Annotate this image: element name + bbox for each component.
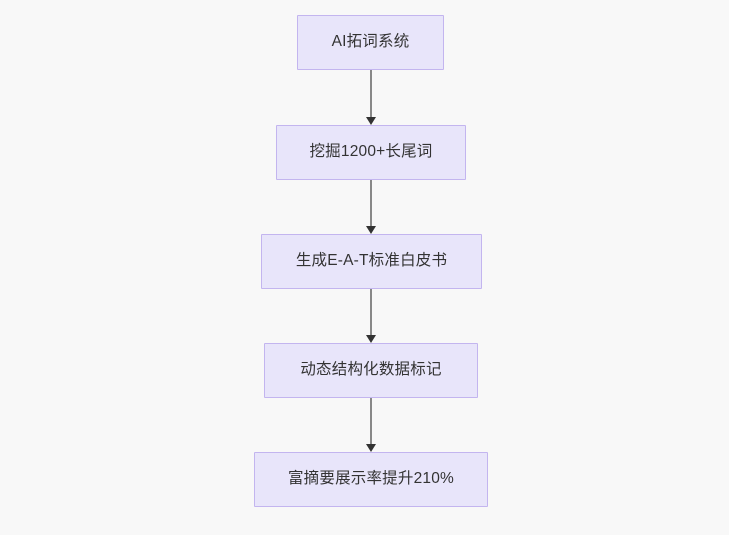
flow-node-dynamic-structured-data-markup[interactable]: 动态结构化数据标记 — [264, 343, 478, 398]
edge-line — [370, 289, 372, 336]
edge-line — [370, 180, 372, 227]
flow-node-mine-longtail-keywords[interactable]: 挖掘1200+长尾词 — [276, 125, 466, 180]
flow-node-generate-eat-whitepaper[interactable]: 生成E-A-T标准白皮书 — [261, 234, 482, 289]
flow-edge-4-to-5 — [361, 397, 381, 452]
flow-edge-3-to-4 — [361, 289, 381, 343]
arrowhead-icon — [366, 444, 376, 452]
arrowhead-icon — [366, 226, 376, 234]
edge-line — [370, 70, 372, 118]
arrowhead-icon — [366, 117, 376, 125]
flow-edge-1-to-2 — [361, 70, 381, 125]
flow-edge-2-to-3 — [361, 180, 381, 234]
arrowhead-icon — [366, 335, 376, 343]
edge-line — [370, 397, 372, 445]
flow-node-rich-snippet-impression-lift[interactable]: 富摘要展示率提升210% — [254, 452, 488, 507]
flow-node-ai-keyword-system[interactable]: AI拓词系统 — [297, 15, 444, 70]
